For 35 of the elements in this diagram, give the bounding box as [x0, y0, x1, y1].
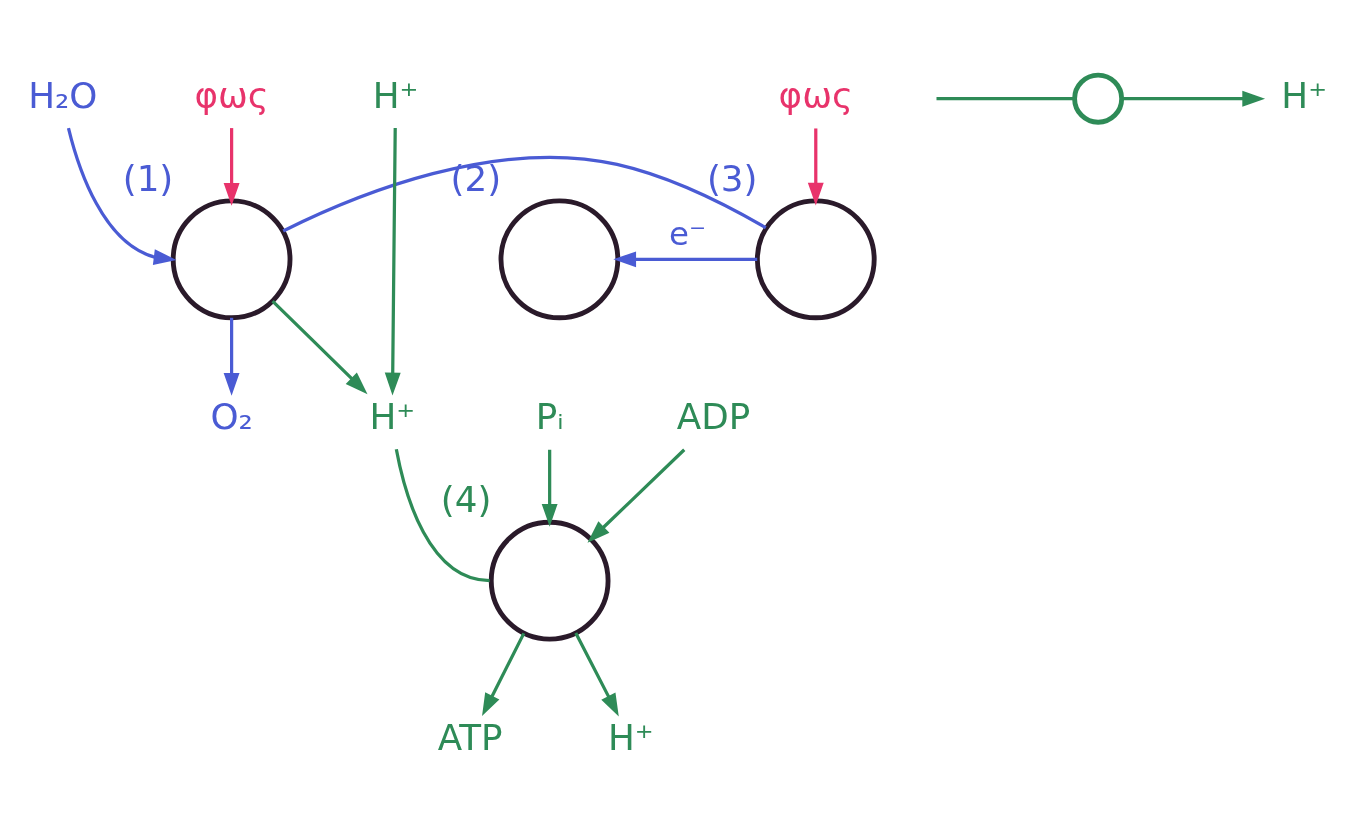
- connector: [936, 97, 1075, 101]
- arrow: [587, 448, 686, 543]
- arrow: [223, 128, 240, 206]
- connector: [282, 155, 767, 233]
- arrow: [271, 299, 368, 395]
- node-circle: [170, 198, 293, 321]
- node-label: (1): [122, 157, 174, 199]
- node-pump: [1072, 72, 1125, 125]
- node-text: φως: [194, 74, 269, 116]
- arrow: [482, 632, 526, 717]
- arrow: [223, 317, 240, 396]
- node-text: H₂O: [28, 74, 98, 116]
- node-circle: [498, 198, 621, 321]
- edge-label: e⁻: [669, 214, 707, 253]
- node-text: O₂: [210, 396, 253, 438]
- node-text: H⁺: [1281, 74, 1328, 116]
- node-text: ADP: [676, 396, 751, 438]
- arrow: [613, 251, 758, 268]
- node-label: (4): [440, 478, 492, 520]
- node-text: H⁺: [607, 717, 654, 759]
- node-text: φως: [778, 74, 853, 116]
- node-text: H⁺: [369, 396, 416, 438]
- node-text: Pᵢ: [535, 396, 564, 438]
- node-label: (3): [706, 157, 758, 199]
- arrow: [541, 449, 558, 527]
- node-text: H⁺: [372, 74, 419, 116]
- arrow: [384, 127, 401, 396]
- node-text: ATP: [437, 717, 503, 759]
- arrow: [574, 632, 619, 717]
- arrow: [807, 128, 824, 206]
- node-circle: [754, 198, 877, 321]
- connector: [394, 449, 490, 583]
- arrow: [66, 127, 177, 266]
- node-label: (2): [450, 157, 502, 199]
- arrow: [1122, 90, 1266, 107]
